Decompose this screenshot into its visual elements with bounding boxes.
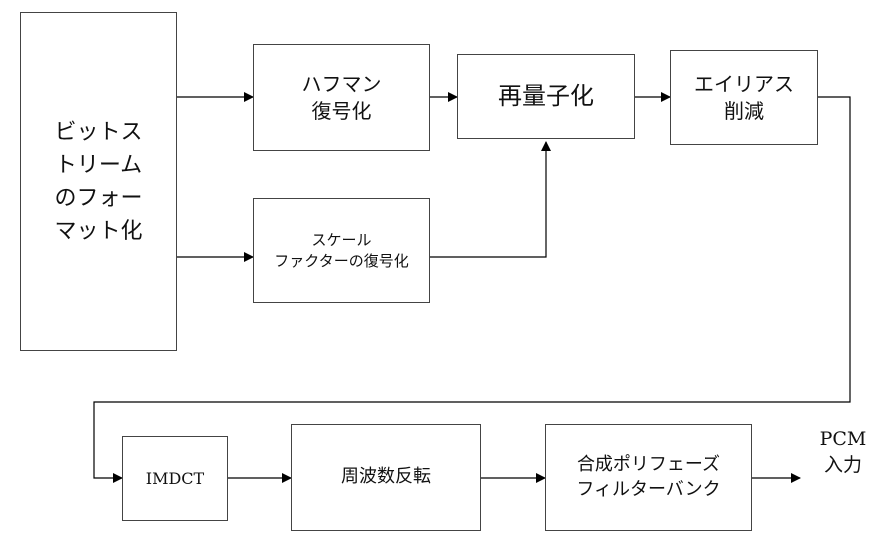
scalefactor-decode-box: スケール ファクターの復号化 — [253, 198, 430, 303]
huffman-decode-label: ハフマン 復号化 — [301, 71, 382, 123]
bitstream-format-box: ビットス トリーム のフォー マット化 — [20, 12, 177, 351]
scalefactor-decode-label: スケール ファクターの復号化 — [274, 231, 409, 270]
synthesis-filterbank-box: 合成ポリフェーズ フィルターバンク — [545, 424, 752, 531]
arrow-scalefactor-to-requant — [430, 141, 551, 258]
alias-reduction-box: エイリアス 削減 — [670, 50, 818, 145]
arrow-alias-to-imdct — [93, 96, 851, 483]
pcm-output-label: PCM 入力 — [819, 428, 867, 476]
frequency-inversion-label: 周波数反転 — [341, 466, 431, 488]
requantize-label: 再量子化 — [498, 82, 594, 111]
alias-reduction-label: エイリアス 削減 — [694, 71, 794, 123]
synthesis-filterbank-label: 合成ポリフェーズ フィルターバンク — [576, 454, 721, 500]
huffman-decode-box: ハフマン 復号化 — [253, 44, 430, 151]
frequency-inversion-box: 周波数反転 — [291, 424, 481, 531]
imdct-label: IMDCT — [145, 468, 205, 488]
imdct-box: IMDCT — [122, 436, 228, 521]
requantize-box: 再量子化 — [457, 54, 635, 139]
bitstream-format-label: ビットス トリーム のフォー マット化 — [54, 119, 143, 244]
